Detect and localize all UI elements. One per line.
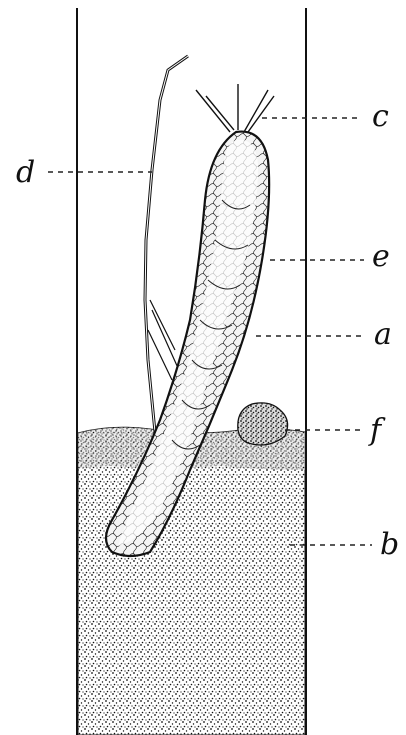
- soil-column: [78, 427, 305, 735]
- label-e: e: [372, 239, 390, 274]
- soil-lump: [238, 403, 288, 445]
- tip-fibers: [196, 84, 274, 132]
- label-d: d: [16, 155, 35, 190]
- label-a: a: [374, 317, 392, 352]
- label-c: c: [372, 99, 389, 134]
- root-fibers: [148, 300, 178, 380]
- label-b: b: [380, 527, 399, 562]
- label-f: f: [368, 413, 386, 448]
